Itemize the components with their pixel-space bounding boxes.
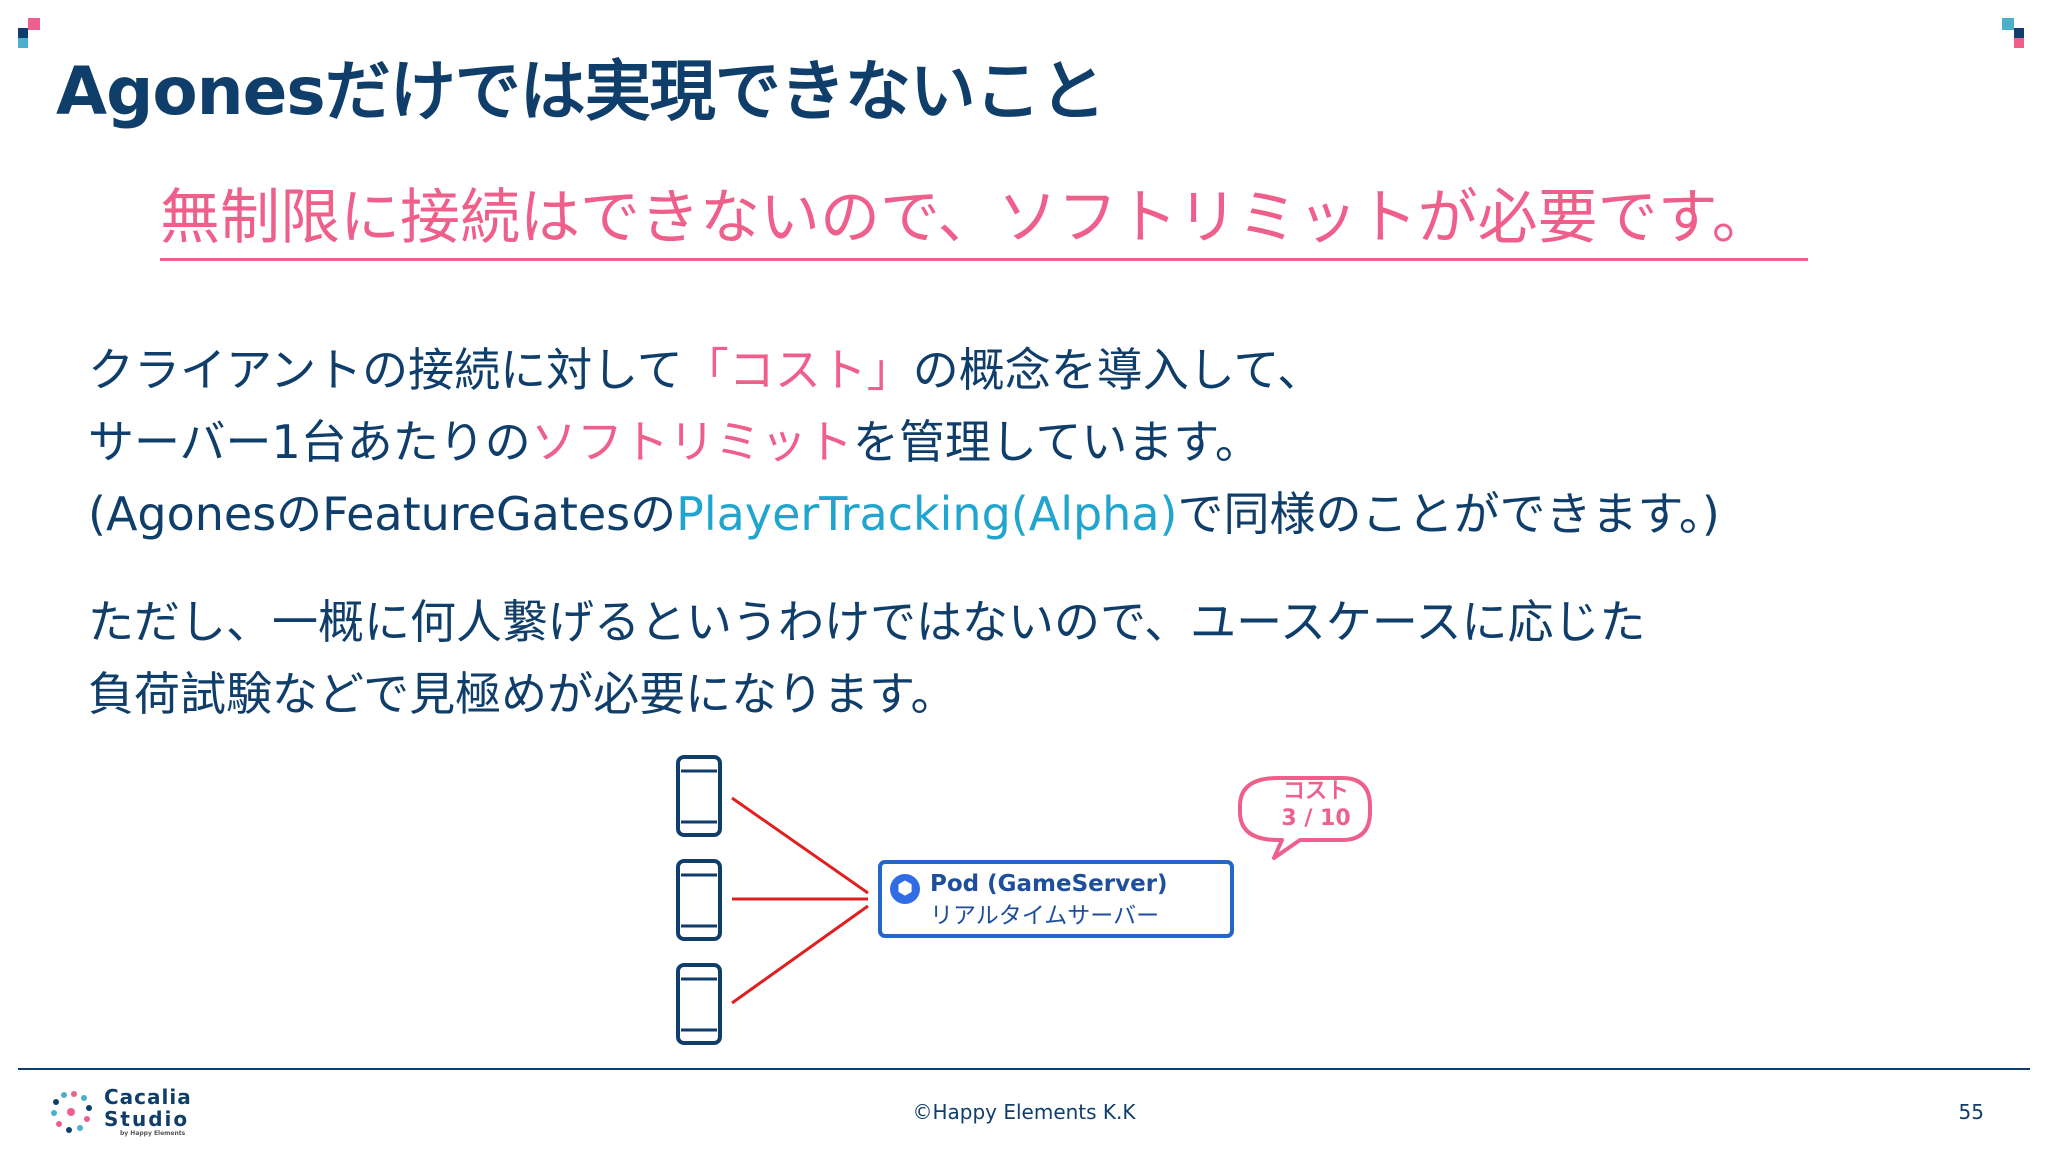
slide-subtitle: 無制限に接続はできないので、ソフトリミットが必要です。 bbox=[160, 178, 1808, 261]
client-phone-1 bbox=[676, 755, 722, 837]
corner-mark-tr-teal bbox=[2002, 18, 2014, 30]
highlight-cost: 「コスト」 bbox=[682, 343, 913, 397]
pod-title: Pod (GameServer) bbox=[930, 871, 1168, 897]
kubernetes-pod-icon: ⬢ bbox=[890, 874, 920, 904]
connection-line-1 bbox=[731, 796, 869, 895]
paragraph-line-1: クライアントの接続に対して「コスト」の概念を導入して、 bbox=[88, 343, 1324, 397]
paragraph-line-4: ただし、一概に何人繋げるというわけではないので、ユースケースに応じた bbox=[88, 595, 1646, 649]
client-phone-3 bbox=[676, 963, 722, 1045]
cost-value: 3 / 10 bbox=[1281, 806, 1351, 831]
cost-speech-bubble bbox=[1238, 776, 1372, 860]
paragraph-line-3: (AgonesのFeatureGatesのPlayerTracking(Alph… bbox=[88, 487, 1720, 541]
paragraph-load-test: ただし、一概に何人繋げるというわけではないので、ユースケースに応じた 負荷試験な… bbox=[88, 586, 1646, 730]
cacalia-studio-logo-text: Cacalia Studio by Happy Elements bbox=[104, 1085, 192, 1137]
copyright-notice: ©Happy Elements K.K bbox=[912, 1100, 1136, 1124]
corner-mark-tl-navy bbox=[18, 28, 28, 38]
paragraph-cost-concept: クライアントの接続に対して「コスト」の概念を導入して、 サーバー1台あたりのソフ… bbox=[88, 334, 1720, 550]
highlight-player-tracking: PlayerTracking(Alpha) bbox=[676, 487, 1178, 541]
corner-mark-tl-teal bbox=[18, 38, 28, 48]
client-phone-2 bbox=[676, 859, 722, 941]
connection-line-3 bbox=[731, 904, 869, 1005]
footer-divider bbox=[18, 1068, 2030, 1070]
corner-mark-tr-pink bbox=[2014, 38, 2024, 48]
page-number: 55 bbox=[1958, 1100, 1984, 1124]
cost-label: コスト bbox=[1282, 779, 1349, 804]
pod-gameserver-box: ⬢ Pod (GameServer) リアルタイムサーバー bbox=[878, 860, 1234, 938]
pod-subtitle: リアルタイムサーバー bbox=[930, 903, 1160, 929]
paragraph-line-5: 負荷試験などで見極めが必要になります。 bbox=[88, 667, 957, 721]
corner-mark-tr-navy bbox=[2014, 28, 2024, 38]
corner-mark-tl-pink bbox=[28, 18, 40, 30]
highlight-soft-limit: ソフトリミット bbox=[530, 415, 853, 469]
cacalia-studio-logo-icon bbox=[51, 1091, 92, 1133]
cost-bubble-text: コスト 3 / 10 bbox=[1256, 778, 1376, 832]
slide-title: Agonesだけでは実現できないこと bbox=[56, 53, 1106, 130]
paragraph-line-2: サーバー1台あたりのソフトリミットを管理しています。 bbox=[88, 415, 1261, 469]
